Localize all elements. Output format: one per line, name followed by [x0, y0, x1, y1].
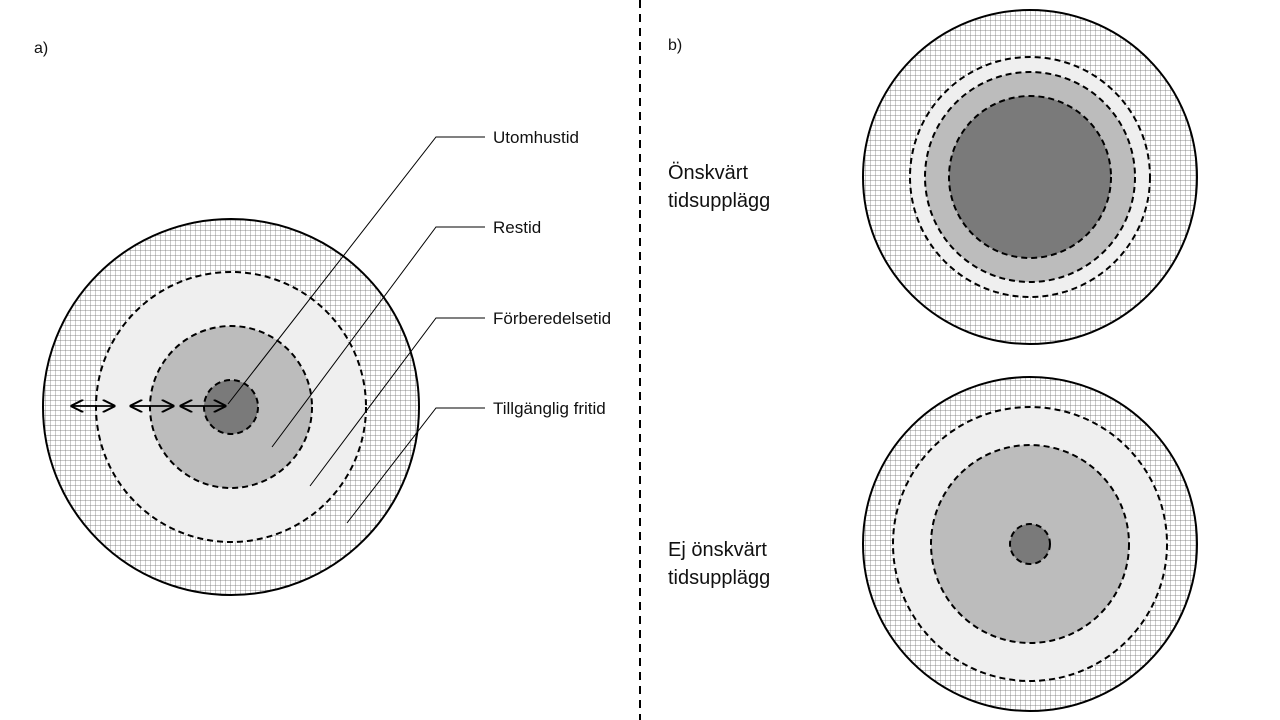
outdoor-time-core	[1009, 523, 1051, 565]
leader-line-travel	[271, 226, 485, 448]
desirable-label-line1: Önskvärt	[668, 162, 748, 184]
leader-line-preparation	[309, 317, 485, 487]
outdoor-time-core	[948, 95, 1112, 259]
outdoor-time-core	[203, 379, 259, 435]
leader-line-free-time	[346, 407, 485, 524]
undesirable-circle	[862, 376, 1198, 712]
panel-b-label: b)	[668, 37, 682, 54]
leader-line-outdoor	[227, 136, 485, 405]
panel-a-circle	[42, 218, 420, 596]
panel-a-label: a)	[34, 40, 48, 57]
undesirable-label-line2: tidsupplägg	[668, 567, 770, 589]
desirable-circle	[862, 9, 1198, 345]
legend-outdoor-time: Utomhustid	[493, 128, 579, 147]
legend-preparation-time: Förberedelsetid	[493, 309, 611, 328]
legend-travel-time: Restid	[493, 218, 541, 237]
desirable-label-line2: tidsupplägg	[668, 190, 770, 212]
legend-available-free-time: Tillgänglig fritid	[493, 399, 606, 418]
undesirable-label-line1: Ej önskvärt	[668, 539, 767, 561]
